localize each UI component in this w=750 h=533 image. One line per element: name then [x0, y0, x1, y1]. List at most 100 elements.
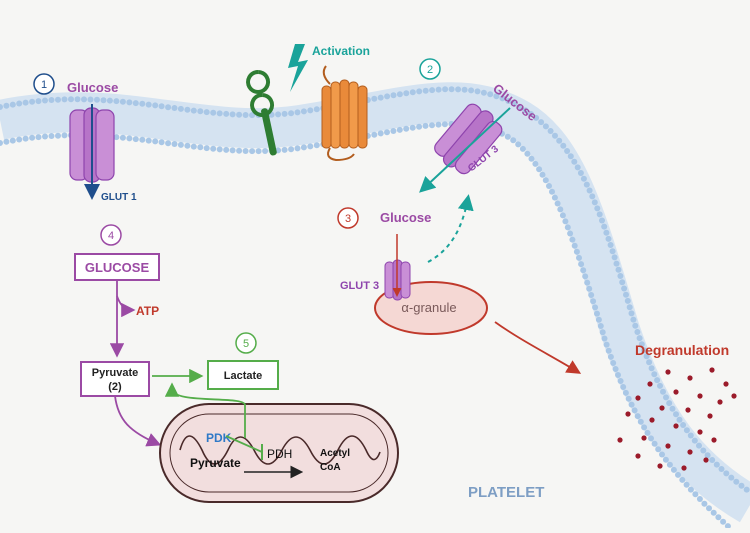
lactate-box [207, 360, 279, 390]
granule-particle [681, 465, 687, 471]
lipid-head [409, 124, 416, 131]
pdk-label: PDK [206, 431, 232, 445]
lipid-head [710, 509, 717, 516]
coa-label: CoA [320, 462, 341, 473]
lipid-head [596, 211, 603, 218]
lipid-head [673, 411, 679, 418]
granule-particle [731, 393, 737, 399]
svg-text:5: 5 [243, 338, 249, 350]
lipid-head [733, 478, 740, 485]
lipid-head [294, 145, 301, 152]
lipid-head [119, 134, 126, 141]
lipid-head [683, 481, 690, 488]
lipid-head [556, 137, 563, 144]
lipid-head [654, 377, 661, 384]
lipid-head [592, 304, 599, 311]
granule-particle [697, 393, 703, 399]
lipid-head [599, 329, 606, 336]
lipid-head [643, 353, 650, 360]
lipid-head [591, 199, 598, 206]
lipid-head [538, 119, 545, 126]
lipid-head [630, 316, 637, 323]
lipid-head [564, 224, 571, 231]
lipid-head [603, 229, 610, 236]
lipid-head [313, 106, 320, 113]
lipid-head [610, 360, 617, 366]
granule-particle [635, 453, 641, 459]
glut1-label: GLUT 1 [101, 192, 137, 203]
lipid-head [626, 304, 633, 311]
lipid-head [294, 109, 301, 116]
lipid-head [48, 97, 55, 103]
lipid-head [615, 372, 621, 378]
atp-label: ATP [136, 304, 159, 318]
lipid-head [571, 242, 578, 249]
lipid-head [384, 93, 391, 100]
lightning-bolt-icon [288, 44, 308, 92]
lipid-head [676, 416, 683, 423]
lipid-head [0, 104, 3, 110]
lipid-head [651, 440, 658, 447]
step-1-badge: 1 [33, 73, 55, 95]
lipid-head [631, 407, 638, 414]
pyruvate-box [80, 361, 150, 397]
lipid-head [569, 236, 576, 243]
lipid-head [603, 341, 610, 348]
lipid-head [171, 105, 178, 111]
lipid-head [576, 254, 582, 261]
lipid-head [582, 273, 589, 280]
lipid-head [281, 146, 288, 153]
lipid-head [126, 135, 133, 142]
lipid-head [300, 144, 307, 151]
lipid-head [687, 432, 694, 439]
degranulation-particles [617, 367, 737, 471]
lipid-head [300, 108, 307, 115]
lipid-head [648, 365, 655, 372]
lipid-head [607, 353, 614, 360]
lipid-head [641, 347, 648, 354]
granule-particle [703, 457, 709, 463]
granule-particle [665, 443, 671, 449]
lipid-head [519, 145, 526, 152]
lipid-head [617, 273, 624, 279]
granule-particle [635, 395, 641, 401]
lipid-head [623, 291, 629, 298]
lipid-head [441, 121, 448, 128]
lipid-head [580, 175, 587, 182]
lipid-head [666, 400, 673, 407]
lipid-head [567, 230, 574, 237]
lipid-head [634, 413, 641, 420]
lipid-head [718, 466, 725, 472]
step-3-badge: 3 [337, 207, 359, 229]
glucose-box [74, 253, 160, 281]
glut1-transporter [69, 104, 115, 200]
lipid-head [628, 401, 635, 408]
lipid-head [547, 128, 554, 134]
lipid-head [588, 292, 595, 298]
lipid-head [517, 104, 523, 110]
lipid-head [242, 112, 249, 118]
granule-particle [707, 413, 713, 419]
lipid-head [720, 518, 727, 525]
lipid-head [646, 359, 653, 366]
lipid-head [709, 457, 716, 463]
lipid-head [743, 486, 750, 493]
lipid-head [158, 103, 165, 110]
granule-particle [709, 367, 715, 373]
lipid-head [594, 310, 600, 317]
lipid-head [229, 147, 236, 154]
granule-particle [665, 369, 671, 375]
lipid-head [203, 109, 210, 116]
lipid-head [61, 132, 68, 139]
lipid-head [448, 86, 455, 93]
lipid-head [499, 95, 506, 102]
lipid-head [422, 122, 429, 129]
lipid-head [597, 323, 604, 329]
lipid-head [210, 109, 217, 116]
granule-particle [657, 463, 663, 469]
lipid-head [724, 523, 731, 530]
receptor-icon [246, 70, 277, 156]
lipid-head [61, 96, 68, 103]
pyruvate-mito-label: Pyruvate [190, 456, 241, 470]
